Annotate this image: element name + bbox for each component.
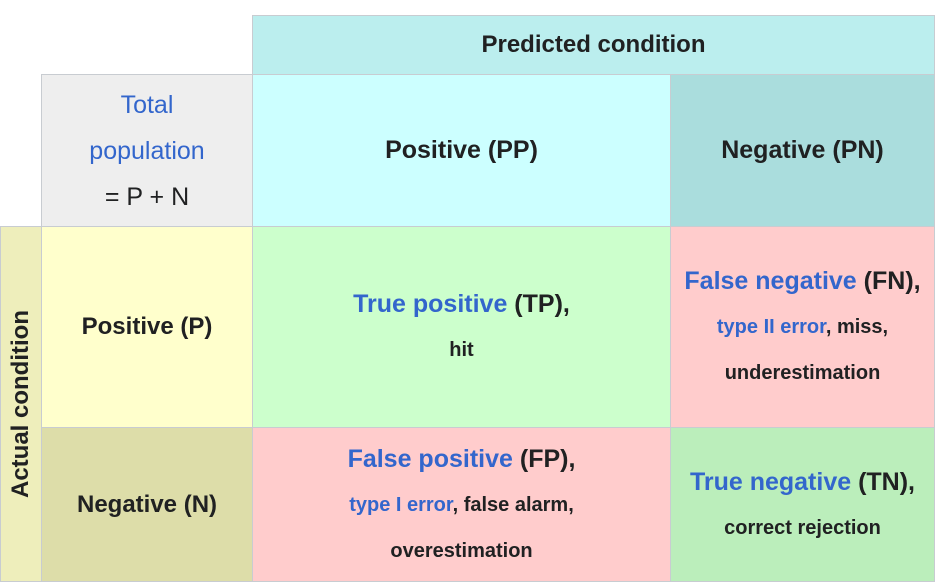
type-i-error-link[interactable]: type I error xyxy=(349,493,453,516)
true-negative-cell: True negative (TN), correct rejection xyxy=(670,427,935,582)
true-positive-cell: True positive (TP), hit xyxy=(252,226,671,428)
actual-condition-label: Actual condition xyxy=(7,310,34,498)
true-negative-abbr: (TN), xyxy=(851,467,916,496)
false-negative-underestimation: underestimation xyxy=(724,362,881,384)
actual-condition-header: Actual condition xyxy=(0,226,42,582)
predicted-negative-label: Negative (PN) xyxy=(721,136,884,164)
false-positive-link[interactable]: False positive xyxy=(347,444,513,473)
true-negative-link[interactable]: True negative xyxy=(689,467,852,496)
predicted-negative-header: Negative (PN) xyxy=(670,74,935,227)
actual-negative-header: Negative (N) xyxy=(41,427,253,582)
predicted-condition-label: Predicted condition xyxy=(481,31,706,58)
false-negative-miss: , miss, xyxy=(825,316,889,338)
total-population-link-line2[interactable]: population xyxy=(89,136,205,165)
total-population-link-line1[interactable]: Total xyxy=(120,90,174,119)
false-negative-link[interactable]: False negative xyxy=(684,267,857,295)
false-negative-abbr: (FN), xyxy=(856,267,921,295)
total-population-cell: Total population = P + N xyxy=(41,74,253,227)
false-positive-false-alarm: , false alarm, xyxy=(452,493,574,516)
true-positive-hit: hit xyxy=(449,339,474,361)
false-positive-overestimation: overestimation xyxy=(390,539,533,562)
predicted-positive-label: Positive (PP) xyxy=(385,136,538,164)
true-positive-link[interactable]: True positive xyxy=(353,290,508,318)
true-negative-correct-rejection: correct rejection xyxy=(724,516,881,539)
predicted-positive-header: Positive (PP) xyxy=(252,74,671,227)
type-ii-error-link[interactable]: type II error xyxy=(716,316,826,338)
false-positive-cell: False positive (FP), type I error, false… xyxy=(252,427,671,582)
predicted-condition-header: Predicted condition xyxy=(252,15,935,75)
actual-negative-label: Negative (N) xyxy=(76,490,218,518)
true-positive-abbr: (TP), xyxy=(507,290,570,318)
actual-positive-label: Positive (P) xyxy=(81,313,213,340)
false-positive-abbr: (FP), xyxy=(512,444,576,473)
actual-positive-header: Positive (P) xyxy=(41,226,253,428)
false-negative-cell: False negative (FN), type II error, miss… xyxy=(670,226,935,428)
total-population-formula: = P + N xyxy=(104,182,190,211)
